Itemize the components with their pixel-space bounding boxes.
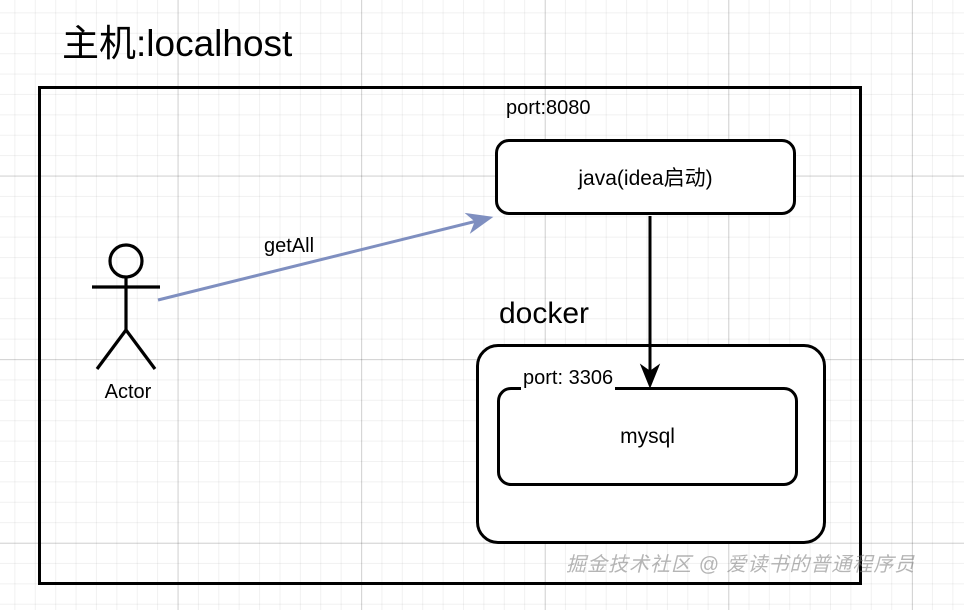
node-mysql[interactable]: mysql bbox=[497, 387, 798, 486]
java-port-label: port:8080 bbox=[506, 97, 591, 119]
edge-label-getall: getAll bbox=[264, 235, 315, 257]
node-java[interactable]: java(idea启动) bbox=[495, 139, 796, 215]
actor-label: Actor bbox=[104, 381, 152, 403]
host-container-box bbox=[38, 86, 862, 585]
mysql-port-label: port: 3306 bbox=[521, 366, 616, 390]
actor-icon[interactable] bbox=[78, 238, 178, 378]
page-title: 主机:localhost bbox=[62, 23, 293, 64]
mysql-node-label: mysql bbox=[620, 424, 675, 448]
actor-right-leg-icon bbox=[124, 329, 157, 370]
docker-group-label: docker bbox=[499, 297, 590, 330]
watermark: 掘金技术社区 @ 爱读书的普通程序员 bbox=[566, 554, 916, 576]
actor-head-icon bbox=[108, 243, 144, 279]
java-node-label: java(idea启动) bbox=[578, 167, 713, 190]
actor-left-leg-icon bbox=[95, 329, 128, 370]
